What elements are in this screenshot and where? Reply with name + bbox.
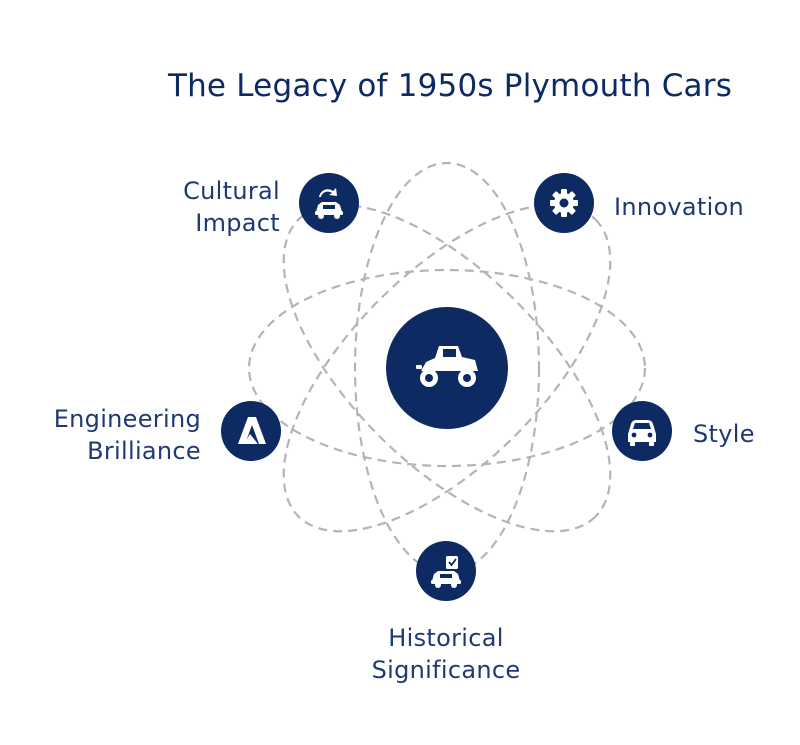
car-front-icon: [628, 420, 656, 446]
center-node: [386, 307, 508, 429]
label-historical-significance: Historical Significance: [346, 622, 546, 686]
car-check-icon: [431, 556, 461, 588]
label-line: Significance: [371, 656, 521, 684]
engineering-a-icon: [238, 417, 266, 444]
node-historical-significance: [416, 541, 476, 601]
label-innovation: Innovation: [614, 191, 774, 223]
car-recycle-icon: [315, 188, 343, 219]
orbit-diagonal-a: [282, 203, 612, 533]
label-line: Engineering: [53, 405, 201, 433]
label-line: Style: [693, 420, 755, 448]
label-engineering-brilliance: Engineering Brilliance: [20, 403, 201, 467]
label-line: Innovation: [614, 193, 745, 221]
label-cultural-impact: Cultural Impact: [150, 175, 280, 239]
node-innovation: [534, 173, 594, 233]
node-engineering-brilliance: [221, 401, 281, 461]
page-title: The Legacy of 1950s Plymouth Cars: [167, 68, 733, 104]
gear-icon: [550, 189, 578, 217]
vintage-car-icon: [416, 346, 478, 387]
label-line: Historical: [388, 624, 504, 652]
label-line: Impact: [195, 209, 280, 237]
orbit-horizontal: [247, 268, 647, 468]
label-style: Style: [693, 418, 783, 450]
orbit-diagonal-b: [282, 203, 612, 533]
node-cultural-impact: [299, 173, 359, 233]
label-line: Cultural: [183, 177, 280, 205]
label-line: Brilliance: [87, 437, 201, 465]
node-style: [612, 401, 672, 461]
